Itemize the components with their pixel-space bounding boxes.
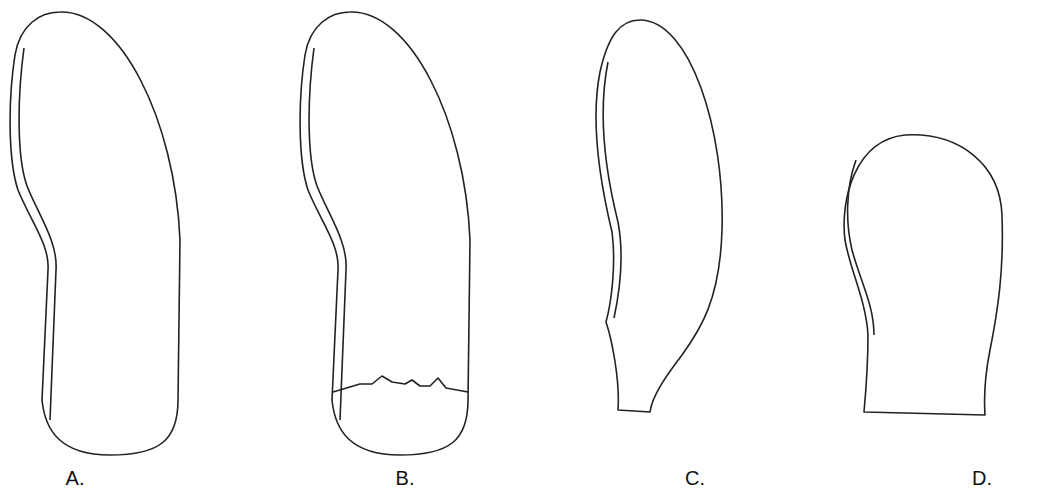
sole-outline: [300, 12, 470, 455]
figure-label: A.: [66, 468, 85, 488]
figure-label: D.: [972, 468, 992, 488]
heel-line: [333, 376, 468, 392]
figure-label: B.: [396, 468, 415, 488]
sole-outline: [596, 20, 722, 412]
sole-outline: [10, 12, 180, 455]
sole-edge: [603, 62, 621, 318]
figure-label: C.: [685, 468, 705, 488]
sole-edge: [309, 48, 346, 420]
sole-edge: [848, 160, 874, 335]
sole-edge: [19, 48, 56, 420]
sole-outline: [844, 135, 1002, 415]
